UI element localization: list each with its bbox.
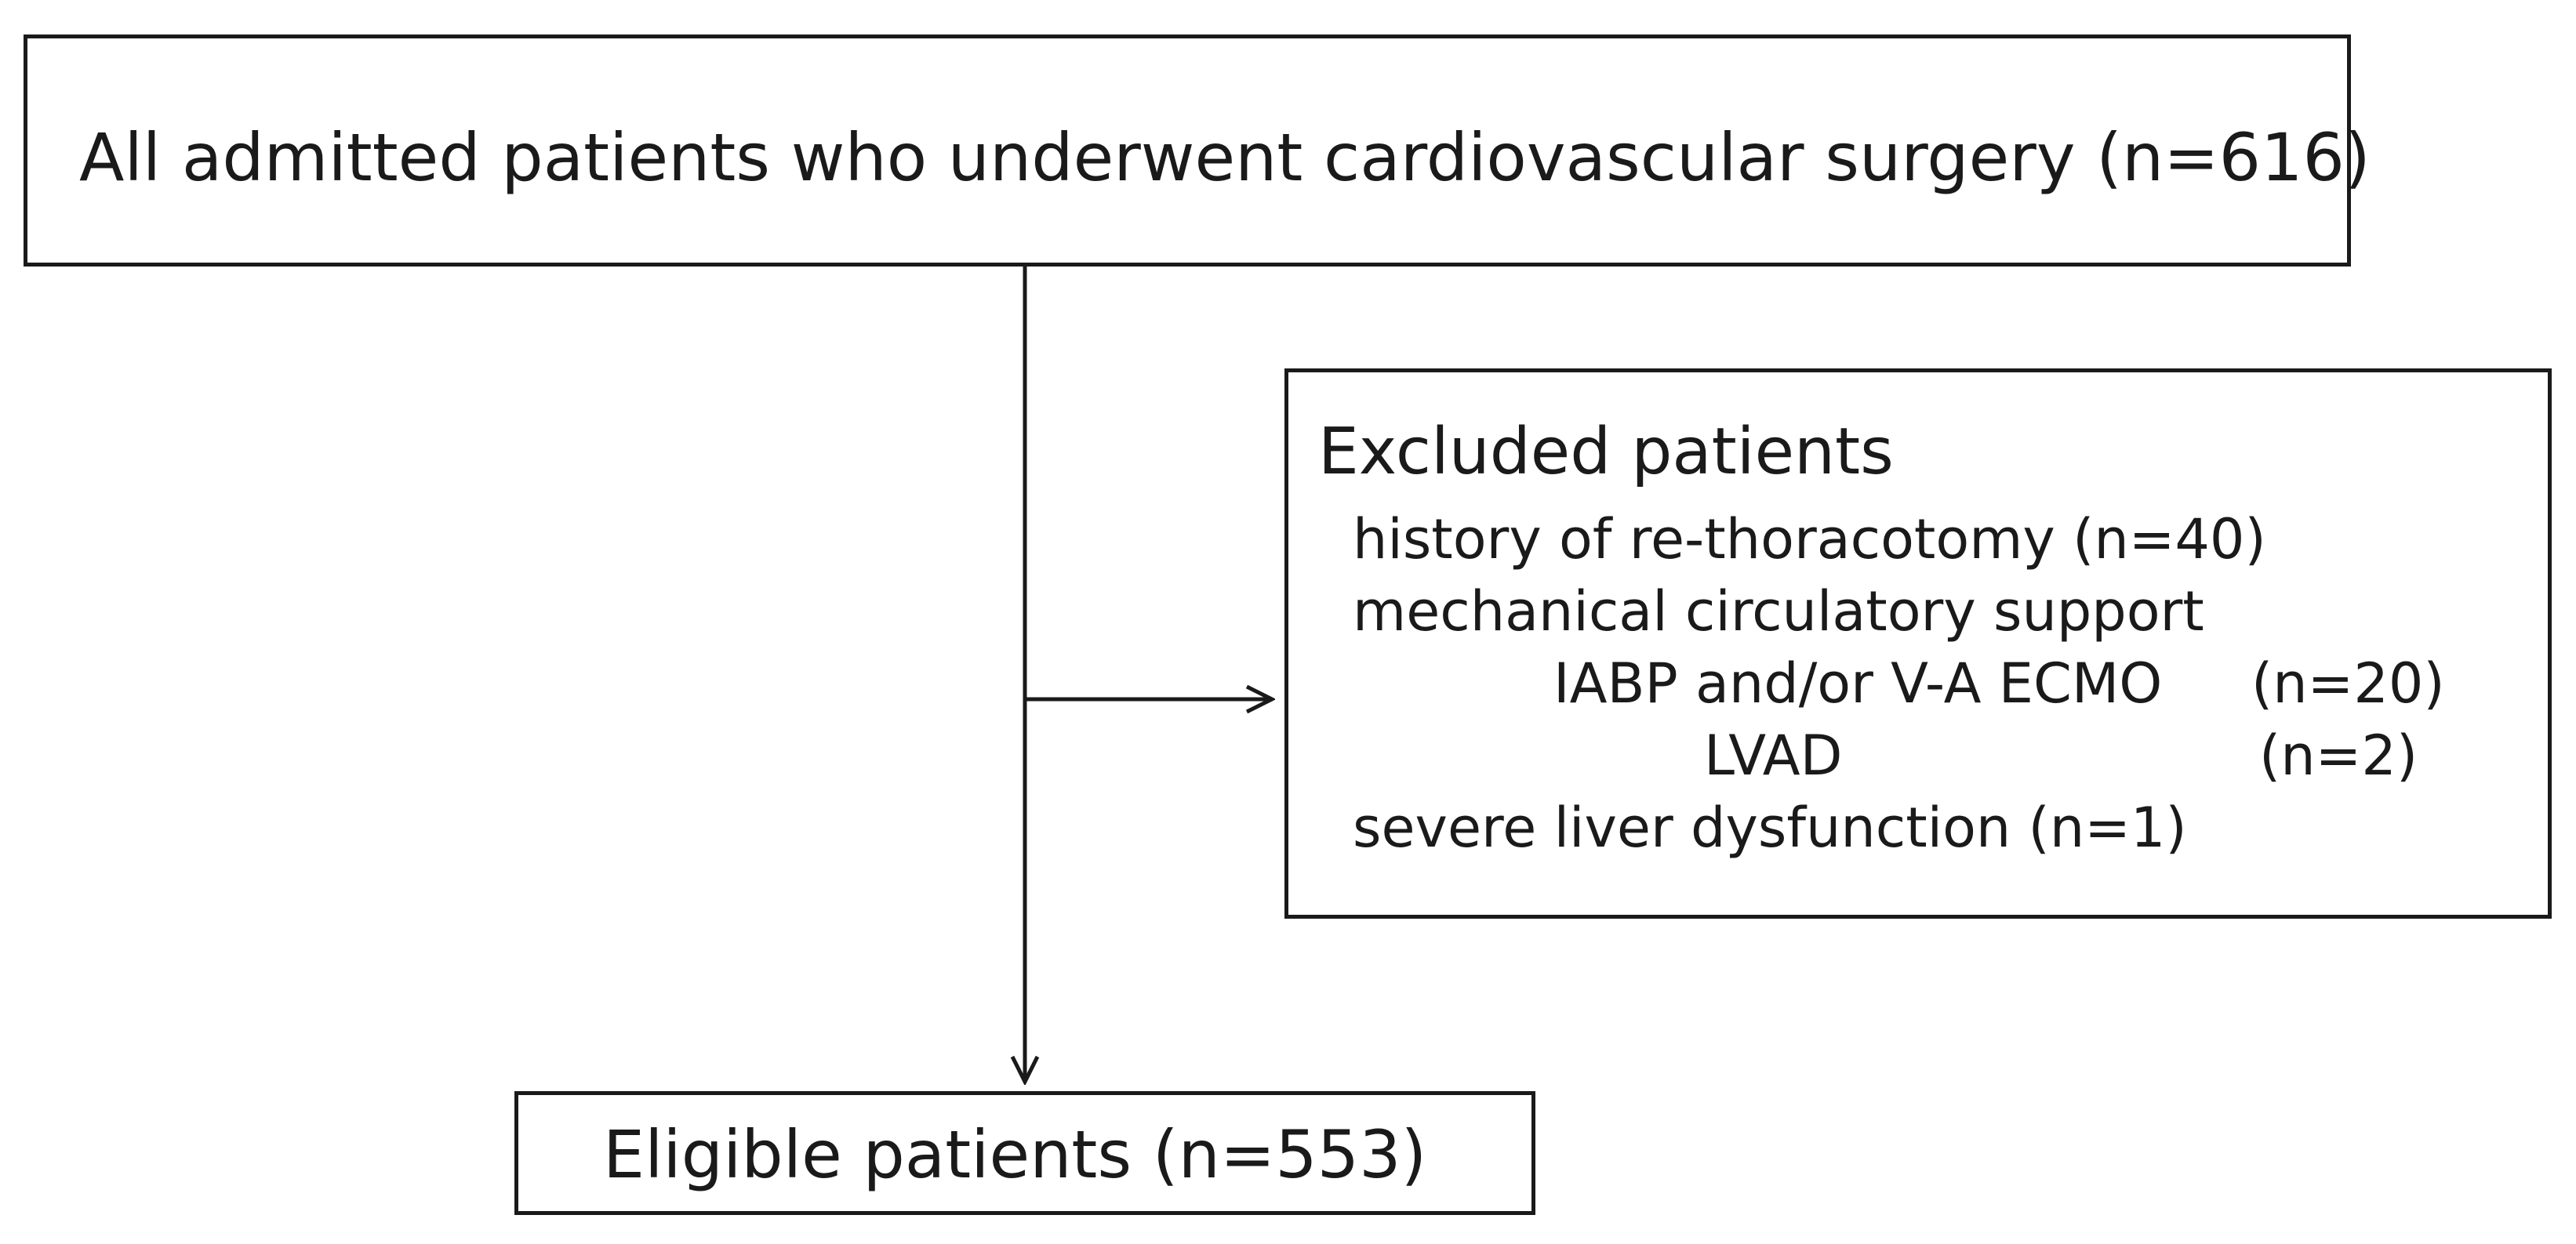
excluded-patients-title: Excluded patients	[1318, 415, 1894, 489]
excluded-patients-box: Excluded patients history of re-thoracot…	[1284, 368, 2552, 919]
eligible-patients-box: Eligible patients (n=553)	[514, 1091, 1535, 1215]
exclusion-subreason-iabp-ecmo-count: (n=20)	[2251, 651, 2445, 716]
all-patients-label: All admitted patients who underwent card…	[79, 119, 2371, 196]
exclusion-reason-liver: severe liver dysfunction (n=1)	[1353, 796, 2187, 860]
exclusion-reason-mcs: mechanical circulatory support	[1353, 579, 2204, 644]
exclusion-subreason-iabp-ecmo: IABP and/or V-A ECMO	[1553, 651, 2163, 716]
exclusion-reason-rethoracotomy: history of re-thoracotomy (n=40)	[1353, 507, 2266, 571]
all-patients-box: All admitted patients who underwent card…	[24, 34, 2371, 267]
eligible-patients-label: Eligible patients (n=553)	[603, 1116, 1427, 1193]
exclusion-subreason-lvad-count: (n=2)	[2259, 724, 2418, 788]
exclusion-subreason-lvad: LVAD	[1704, 724, 1843, 788]
